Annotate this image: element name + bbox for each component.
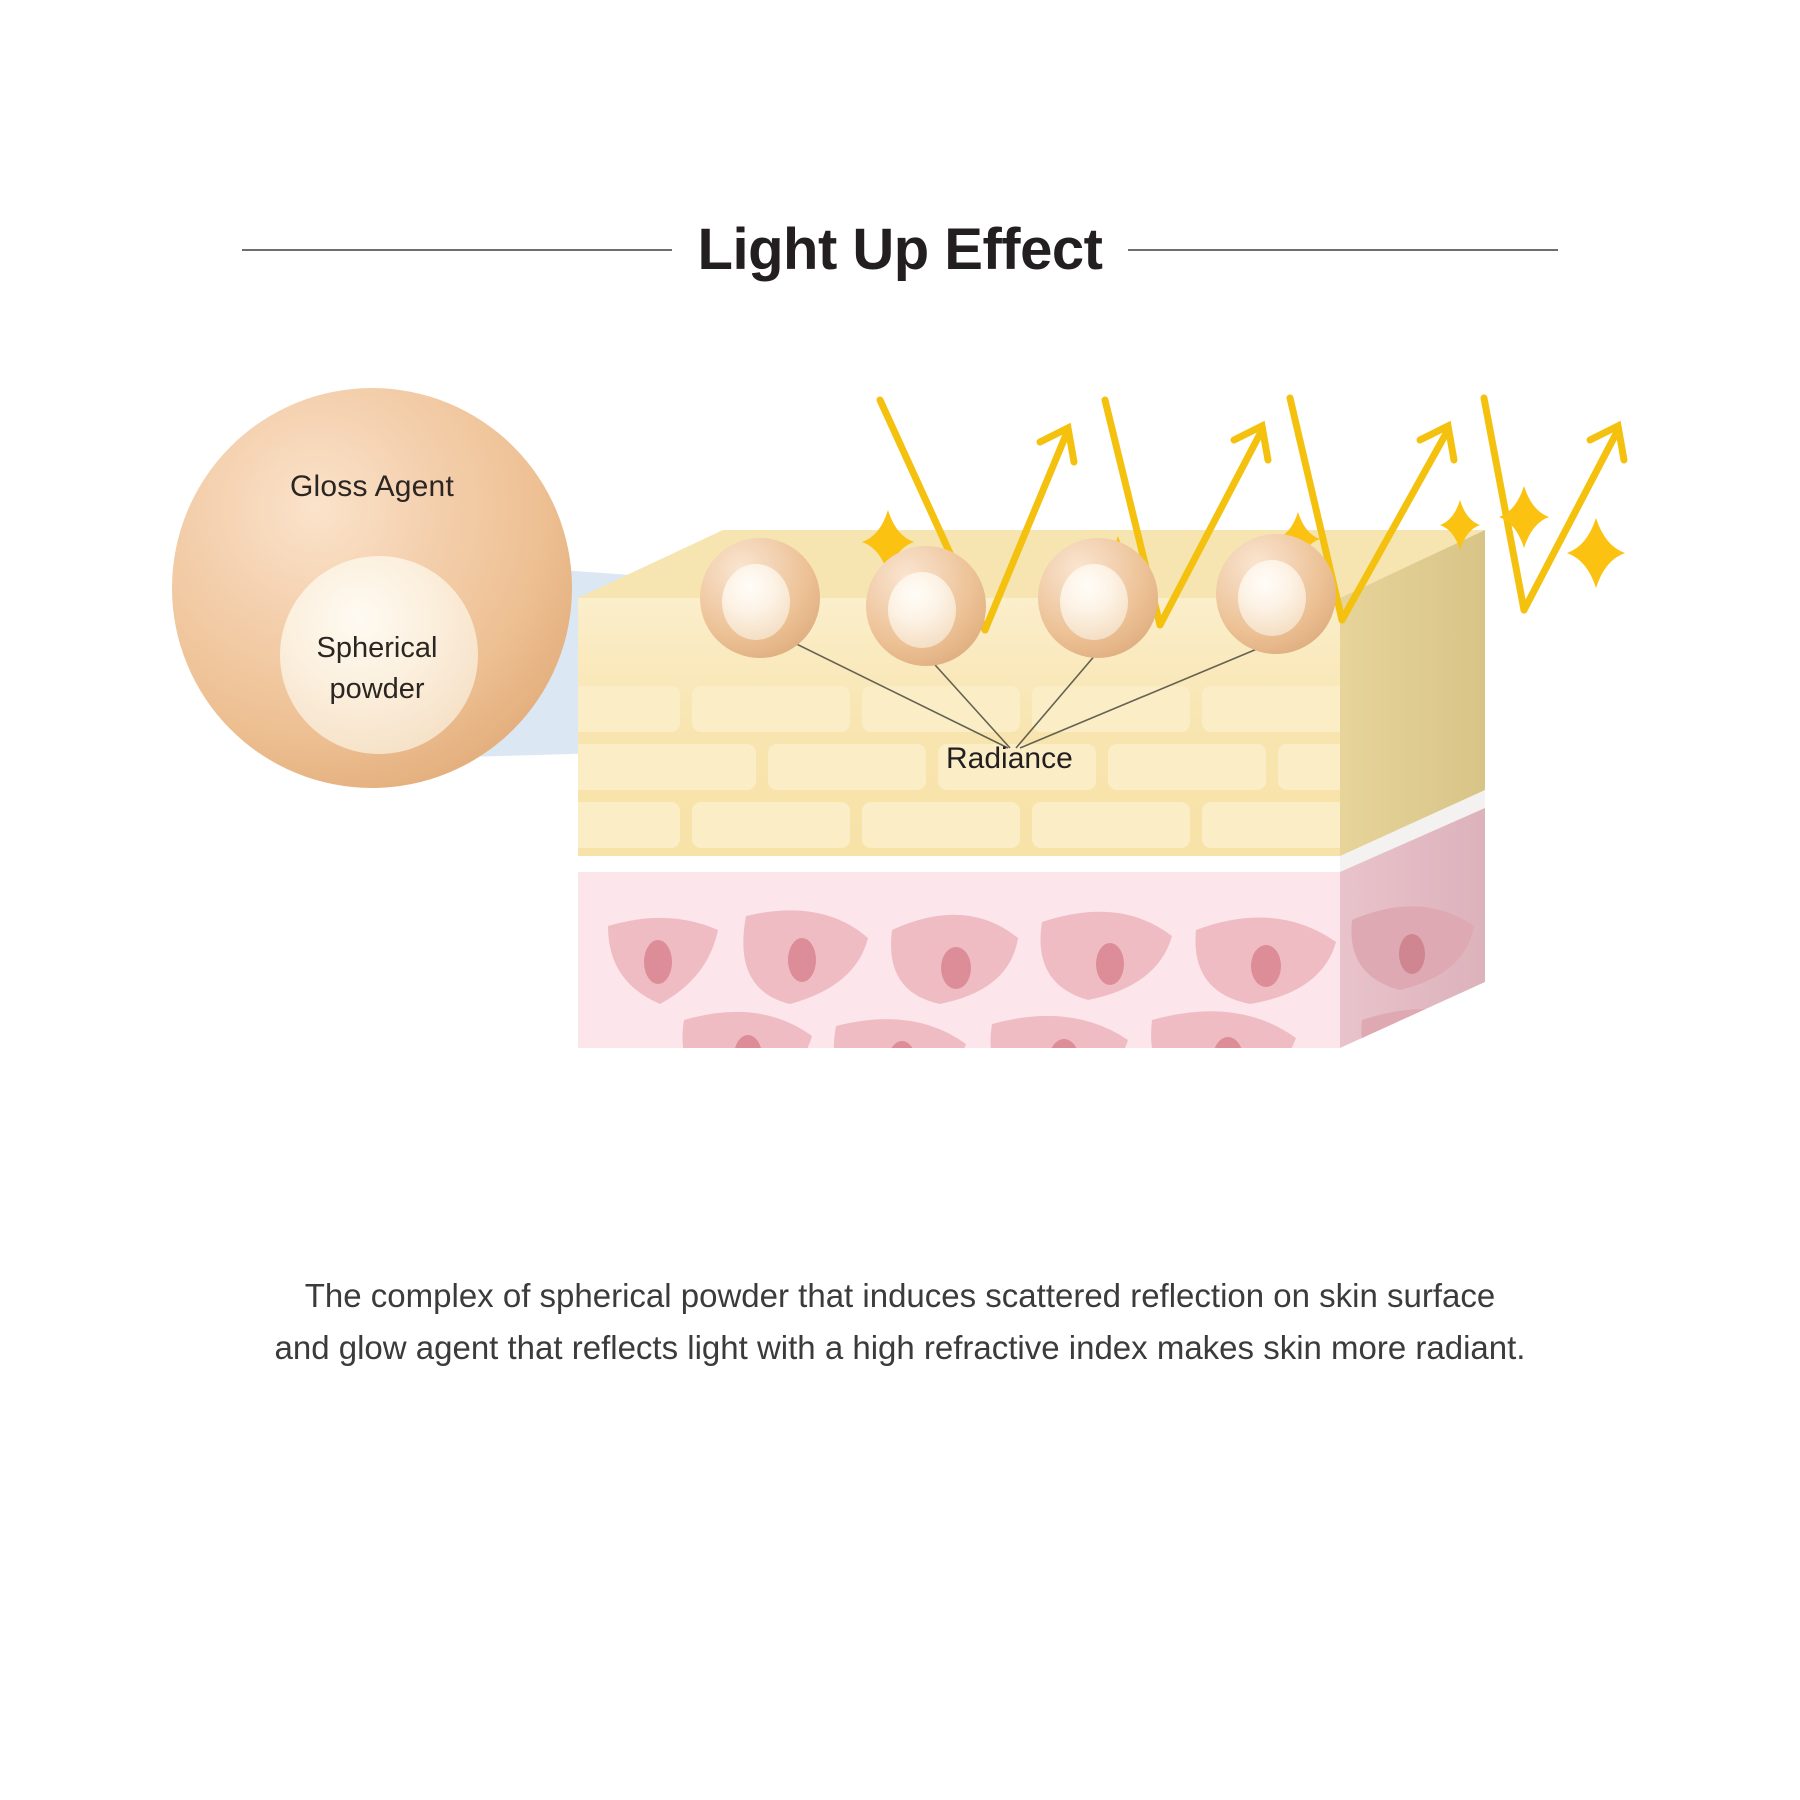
spherical-powder-label-line2: powder — [329, 673, 425, 706]
title-rule-right — [1128, 249, 1559, 251]
spherical-powder-sphere — [280, 556, 478, 754]
radiance-label: Radiance — [946, 742, 1073, 775]
dermis-side-face — [1340, 804, 1485, 1048]
caption: The complex of spherical powder that ind… — [150, 1270, 1650, 1374]
sparkle-icon-5 — [1567, 518, 1625, 588]
sparkle-icon-6 — [1440, 500, 1480, 550]
pearl-inner-2 — [888, 572, 956, 648]
pearl-inner-1 — [722, 564, 790, 640]
surface-pearl-1 — [700, 538, 820, 658]
caption-line-2: and glow agent that reflects light with … — [274, 1329, 1526, 1367]
gloss-agent-label: Gloss Agent — [290, 470, 454, 503]
dermis-cells — [608, 910, 1336, 1048]
arrowhead-1 — [1036, 422, 1078, 466]
page-header: Light Up Effect — [0, 205, 1800, 295]
surface-pearl-2 — [866, 546, 986, 666]
macro-particle: Gloss Agent Spherical powder — [172, 388, 572, 788]
surface-pearl-4 — [1216, 534, 1336, 654]
arrowhead-4 — [1586, 420, 1628, 464]
caption-line-1: The complex of spherical powder that ind… — [304, 1277, 1496, 1314]
title-rule-left — [241, 249, 672, 251]
spherical-powder-label: Spherical powder — [242, 628, 512, 710]
radiance-leader-lines — [767, 629, 1289, 749]
surface-pearl-3 — [1038, 538, 1158, 658]
outgoing-ray-4 — [1520, 426, 1622, 614]
illustration-stage: Gloss Agent Spherical powder — [0, 330, 1800, 1200]
arrowhead-2 — [1230, 420, 1272, 464]
epidermis-side-face — [1340, 530, 1485, 856]
spherical-powder-label-line1: Spherical — [316, 632, 438, 664]
sparkle-icon-4 — [1499, 486, 1549, 548]
pearl-inner-3 — [1060, 564, 1128, 640]
incoming-ray-4 — [1480, 394, 1528, 614]
pearl-inner-4 — [1238, 560, 1306, 636]
arrowhead-3 — [1416, 420, 1458, 464]
page-title: Light Up Effect — [697, 217, 1103, 282]
outgoing-ray-3 — [1338, 426, 1452, 624]
